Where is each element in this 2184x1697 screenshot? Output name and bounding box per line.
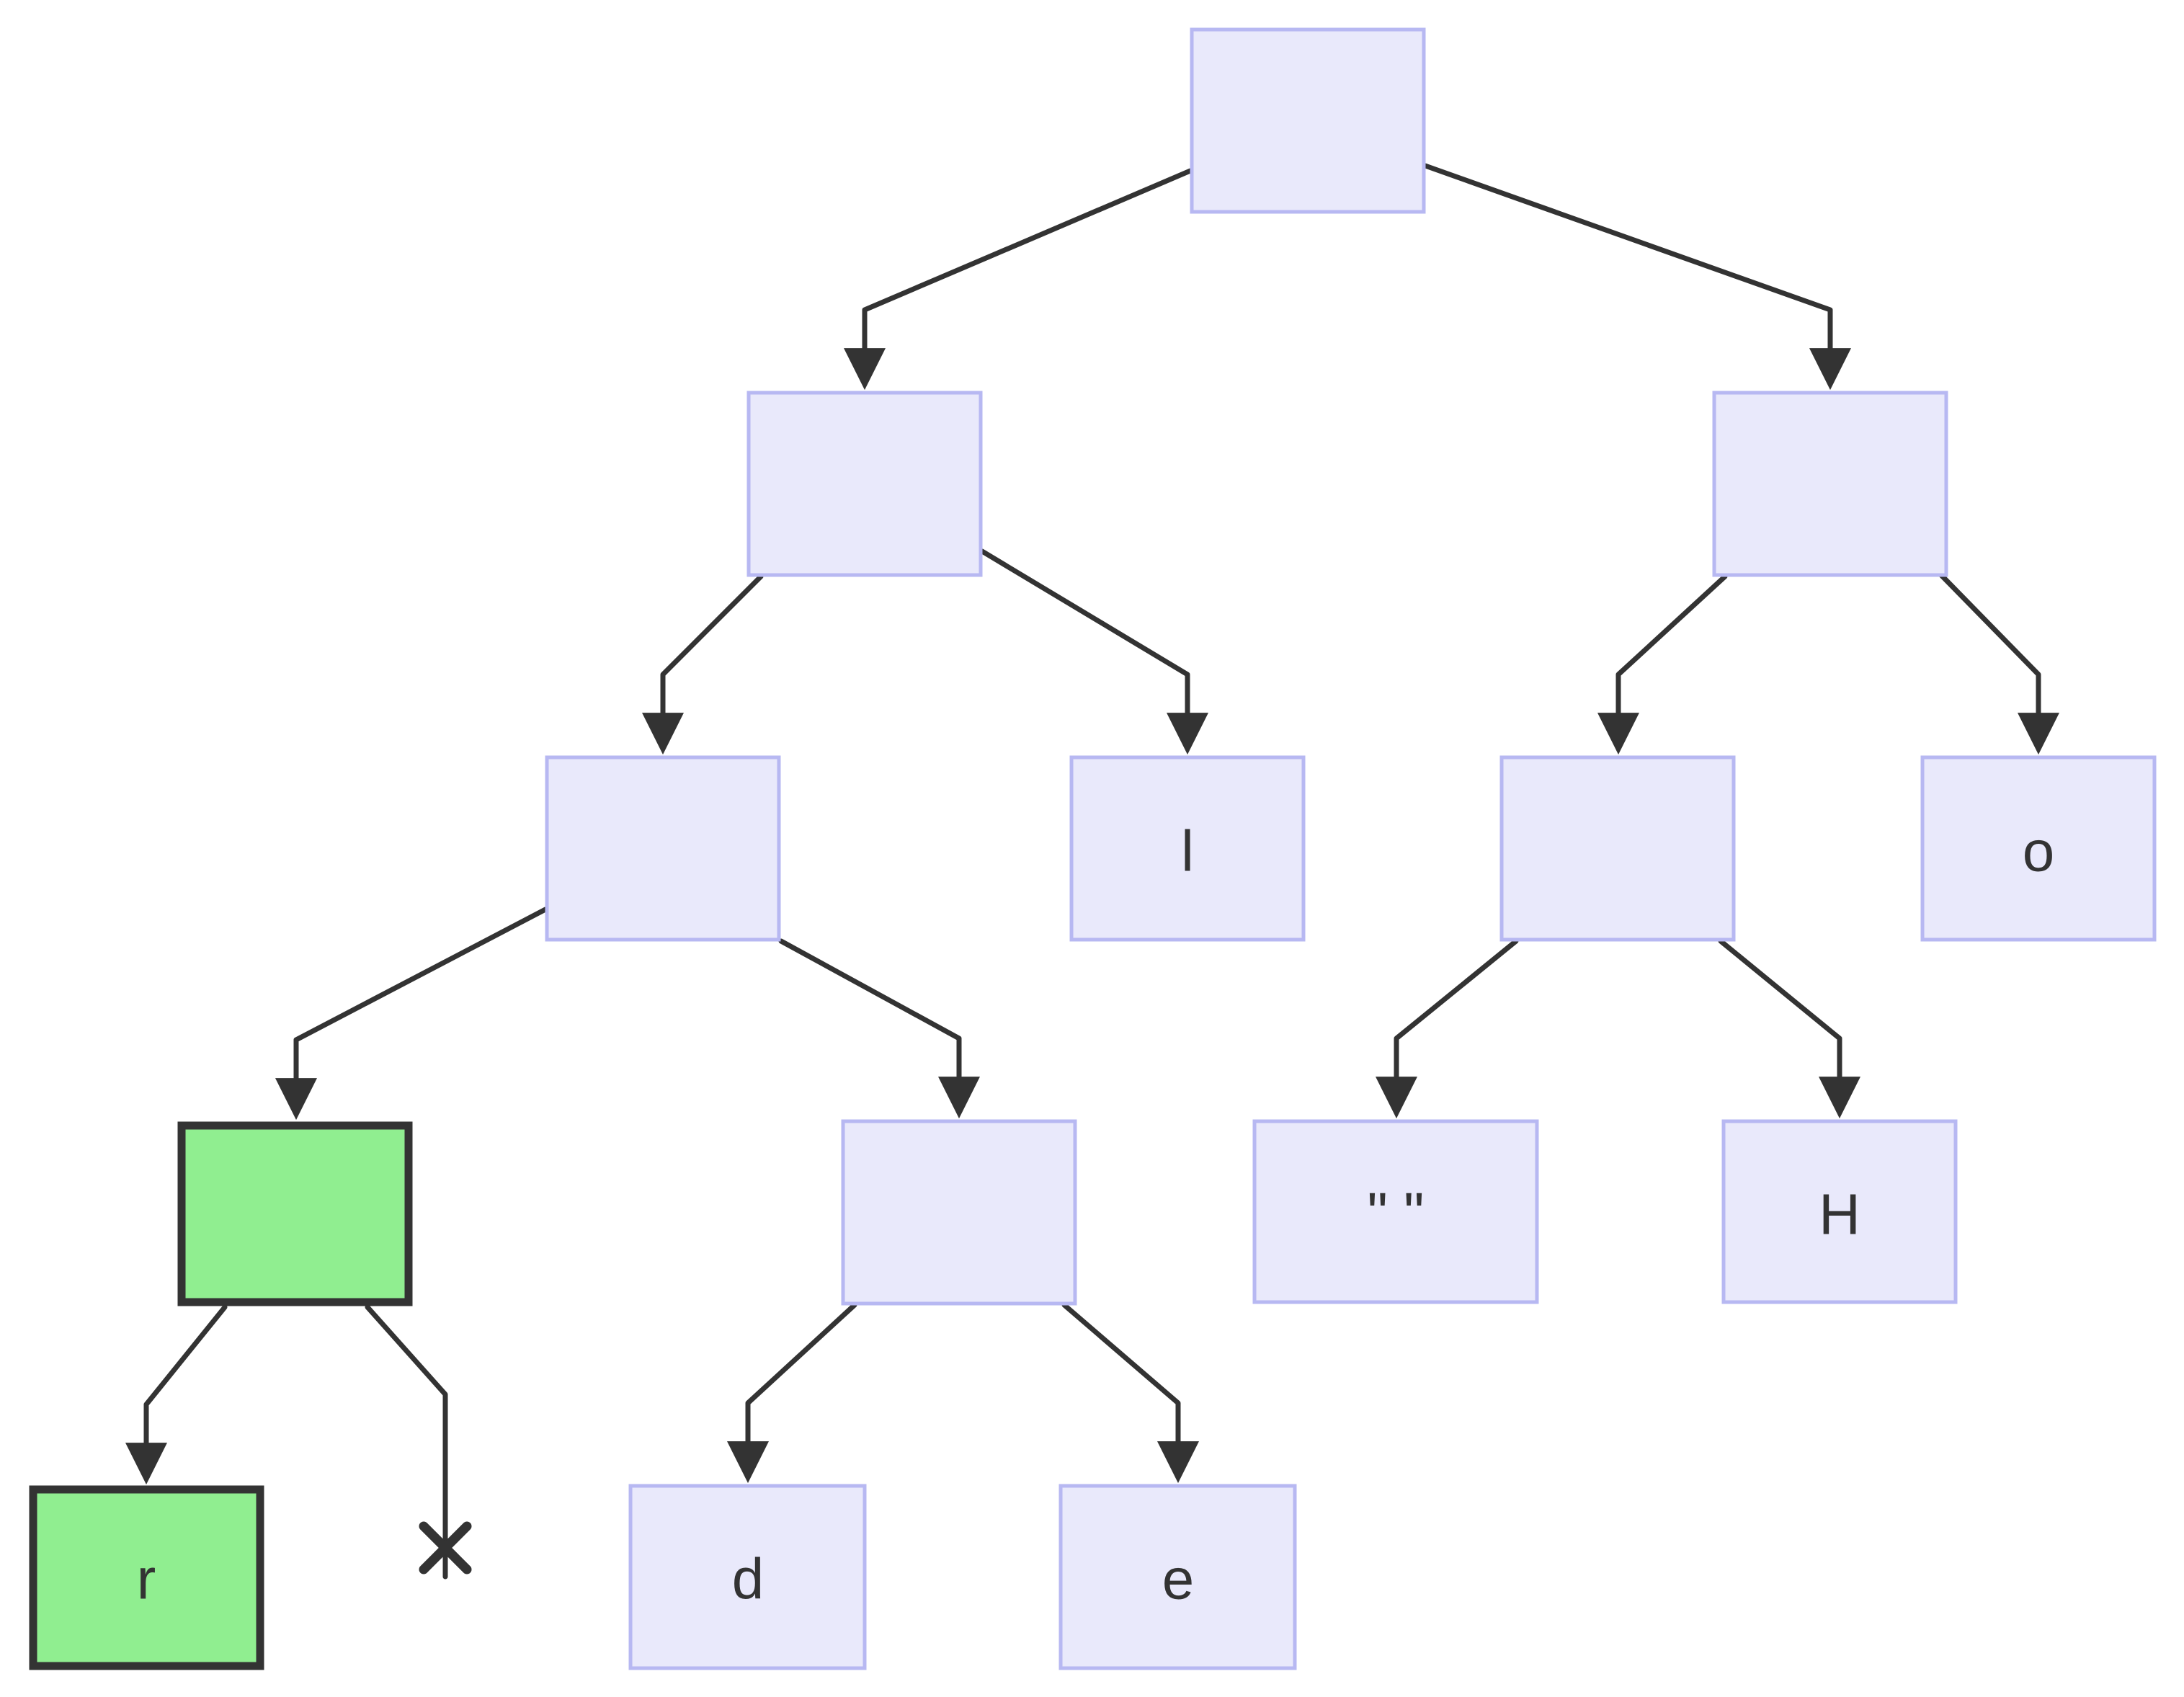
leaf-H-label: H bbox=[1819, 1182, 1860, 1247]
tree-node-highlight bbox=[177, 1121, 413, 1306]
edge-rightleft-to-space bbox=[1376, 938, 1519, 1119]
tree-node-leaf-o bbox=[1920, 755, 2157, 942]
tree-node-labels: l o " " H r d e bbox=[137, 819, 2055, 1611]
edge-highlight-to-null bbox=[365, 1304, 448, 1580]
tree-node-leaf-l bbox=[1069, 755, 1306, 942]
leaf-space-label: " " bbox=[1367, 1181, 1424, 1245]
edge-mid-to-e bbox=[1061, 1302, 1199, 1484]
leaf-o-label: o bbox=[2023, 819, 2055, 883]
leaf-d-label: d bbox=[732, 1547, 765, 1611]
tree-node-leaf-e bbox=[1058, 1484, 1297, 1670]
edge-root-to-right bbox=[1422, 163, 1851, 391]
tree-node-mid bbox=[841, 1119, 1077, 1306]
tree-node-leaf-r bbox=[29, 1485, 264, 1670]
edge-leftleft-to-mid bbox=[778, 938, 980, 1119]
tree-node-leaf-d bbox=[628, 1484, 867, 1670]
edge-right-to-o bbox=[1937, 571, 2059, 755]
tree-node-left bbox=[746, 391, 983, 577]
tree-node-leaf-space bbox=[1252, 1119, 1539, 1304]
tree-node-right bbox=[1712, 391, 1948, 577]
tree-nodes bbox=[29, 27, 2157, 1670]
edge-left-to-leftleft bbox=[642, 574, 764, 755]
tree-node-leaf-H bbox=[1721, 1119, 1958, 1304]
edge-leftleft-to-highlight bbox=[275, 907, 548, 1121]
edge-left-to-l bbox=[979, 548, 1208, 755]
tree-edges bbox=[125, 163, 2059, 1580]
tree-node-right-left bbox=[1499, 755, 1736, 942]
edge-rightleft-to-H bbox=[1718, 938, 1860, 1119]
tree-node-left-left bbox=[545, 755, 781, 942]
null-cross-icon bbox=[419, 1521, 472, 1574]
edge-mid-to-d bbox=[727, 1302, 857, 1484]
edge-highlight-to-r bbox=[125, 1304, 228, 1485]
edge-root-to-left bbox=[844, 168, 1193, 391]
tree-node-root bbox=[1190, 27, 1426, 214]
leaf-e-label: e bbox=[1162, 1547, 1195, 1611]
edge-right-to-rightleft bbox=[1597, 574, 1728, 755]
leaf-r-label: r bbox=[137, 1547, 156, 1611]
leaf-l-label: l bbox=[1181, 819, 1194, 883]
